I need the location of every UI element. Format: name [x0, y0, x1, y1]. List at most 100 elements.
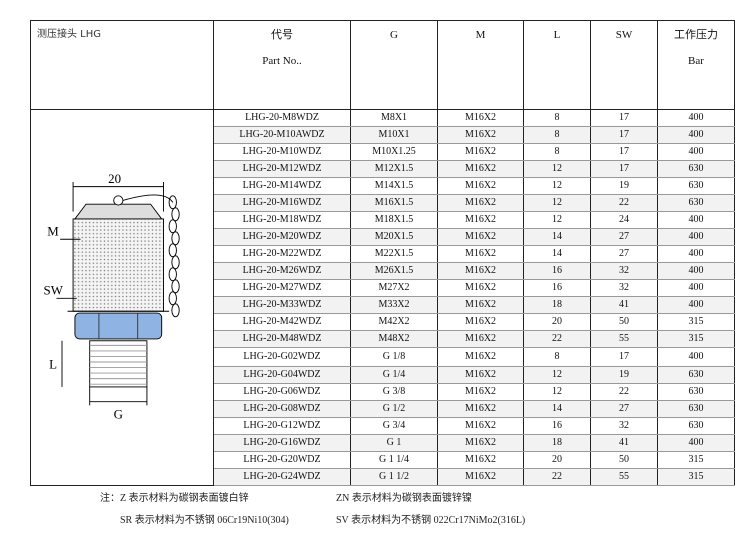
- cell-l: 20: [523, 451, 591, 469]
- cell-g: M33X2: [350, 296, 438, 314]
- cell-m: M16X2: [437, 417, 524, 435]
- cell-sw: 50: [590, 313, 658, 331]
- cell-part-no: LHG-20-G08WDZ: [213, 400, 351, 418]
- cell-pressure: 630: [657, 417, 735, 435]
- cell-sw: 19: [590, 366, 658, 384]
- cell-pressure: 630: [657, 400, 735, 418]
- header-g-label: G: [390, 29, 398, 41]
- cell-m: M16X2: [437, 160, 524, 178]
- cell-pressure: 400: [657, 279, 735, 297]
- cell-g: G 1: [350, 434, 438, 452]
- cell-sw: 17: [590, 109, 658, 127]
- cell-sw: 32: [590, 262, 658, 280]
- cell-m: M16X2: [437, 228, 524, 246]
- cell-part-no: LHG-20-G24WDZ: [213, 468, 351, 486]
- hex-nut: [74, 312, 163, 340]
- header-l-label: L: [553, 29, 561, 41]
- cell-l: 20: [523, 313, 591, 331]
- note-z: 注：Z 表示材料为碳钢表面镀白锌: [100, 493, 249, 504]
- cell-pressure: 630: [657, 194, 735, 212]
- header-part-no-en: Part No..: [262, 55, 302, 67]
- cell-pressure: 630: [657, 366, 735, 384]
- cell-g: M14X1.5: [350, 177, 438, 195]
- cell-l: 8: [523, 126, 591, 144]
- cell-m: M16X2: [437, 211, 524, 229]
- cell-g: G 1/8: [350, 347, 438, 367]
- cell-l: 8: [523, 347, 591, 367]
- cell-l: 18: [523, 434, 591, 452]
- cell-sw: 41: [590, 434, 658, 452]
- cell-l: 12: [523, 211, 591, 229]
- cell-pressure: 315: [657, 330, 735, 348]
- header-l: L: [523, 20, 591, 110]
- cell-sw: 32: [590, 417, 658, 435]
- header-g: G: [350, 20, 438, 110]
- cell-m: M16X2: [437, 313, 524, 331]
- cell-g: M22X1.5: [350, 245, 438, 263]
- chain-ring: [113, 195, 124, 206]
- note-zn: ZN 表示材料为碳钢表面镀锌镍: [336, 493, 472, 504]
- cell-part-no: LHG-20-G02WDZ: [213, 347, 351, 367]
- cell-l: 12: [523, 160, 591, 178]
- cell-pressure: 400: [657, 262, 735, 280]
- cell-pressure: 400: [657, 126, 735, 144]
- cell-part-no: LHG-20-M8WDZ: [213, 109, 351, 127]
- cell-m: M16X2: [437, 109, 524, 127]
- fitting-drawing-svg: 20 G L M SW: [44, 171, 180, 421]
- cell-part-no: LHG-20-M20WDZ: [213, 228, 351, 246]
- cell-g: G 1/2: [350, 400, 438, 418]
- cell-g: M27X2: [350, 279, 438, 297]
- header-part-no-cn: 代号: [271, 29, 293, 41]
- cell-m: M16X2: [437, 279, 524, 297]
- cell-sw: 22: [590, 194, 658, 212]
- cell-m: M16X2: [437, 400, 524, 418]
- cell-pressure: 400: [657, 434, 735, 452]
- cell-sw: 17: [590, 143, 658, 161]
- cell-part-no: LHG-20-M27WDZ: [213, 279, 351, 297]
- cell-m: M16X2: [437, 434, 524, 452]
- cell-part-no: LHG-20-M10WDZ: [213, 143, 351, 161]
- cell-l: 18: [523, 296, 591, 314]
- cell-pressure: 630: [657, 383, 735, 401]
- cell-m: M16X2: [437, 194, 524, 212]
- cell-pressure: 400: [657, 109, 735, 127]
- cell-sw: 32: [590, 279, 658, 297]
- cell-g: M10X1: [350, 126, 438, 144]
- cell-pressure: 400: [657, 143, 735, 161]
- cell-g: M16X1.5: [350, 194, 438, 212]
- cell-sw: 41: [590, 296, 658, 314]
- cell-sw: 17: [590, 347, 658, 367]
- cell-pressure: 400: [657, 347, 735, 367]
- header-m: M: [437, 20, 524, 110]
- cell-part-no: LHG-20-G06WDZ: [213, 383, 351, 401]
- cell-g: G 1 1/4: [350, 451, 438, 469]
- cell-part-no: LHG-20-M10AWDZ: [213, 126, 351, 144]
- cell-part-no: LHG-20-M33WDZ: [213, 296, 351, 314]
- cell-l: 14: [523, 228, 591, 246]
- cell-g: M48X2: [350, 330, 438, 348]
- note-sr: SR 表示材料为不锈钢 06Cr19Ni10(304): [120, 515, 289, 526]
- cell-pressure: 400: [657, 245, 735, 263]
- cell-l: 12: [523, 194, 591, 212]
- cell-part-no: LHG-20-G20WDZ: [213, 451, 351, 469]
- dim-20-label: 20: [108, 171, 121, 186]
- header-part-no: 代号 Part No..: [213, 20, 351, 110]
- cell-m: M16X2: [437, 451, 524, 469]
- cell-part-no: LHG-20-M26WDZ: [213, 262, 351, 280]
- cell-pressure: 315: [657, 451, 735, 469]
- cell-pressure: 630: [657, 160, 735, 178]
- cell-part-no: LHG-20-G12WDZ: [213, 417, 351, 435]
- cell-part-no: LHG-20-M14WDZ: [213, 177, 351, 195]
- cell-m: M16X2: [437, 126, 524, 144]
- cell-m: M16X2: [437, 468, 524, 486]
- cell-m: M16X2: [437, 245, 524, 263]
- cell-l: 12: [523, 177, 591, 195]
- header-sw: SW: [590, 20, 658, 110]
- fitting-drawing: 20 G L M SW: [30, 109, 214, 486]
- cell-l: 8: [523, 109, 591, 127]
- cell-sw: 27: [590, 228, 658, 246]
